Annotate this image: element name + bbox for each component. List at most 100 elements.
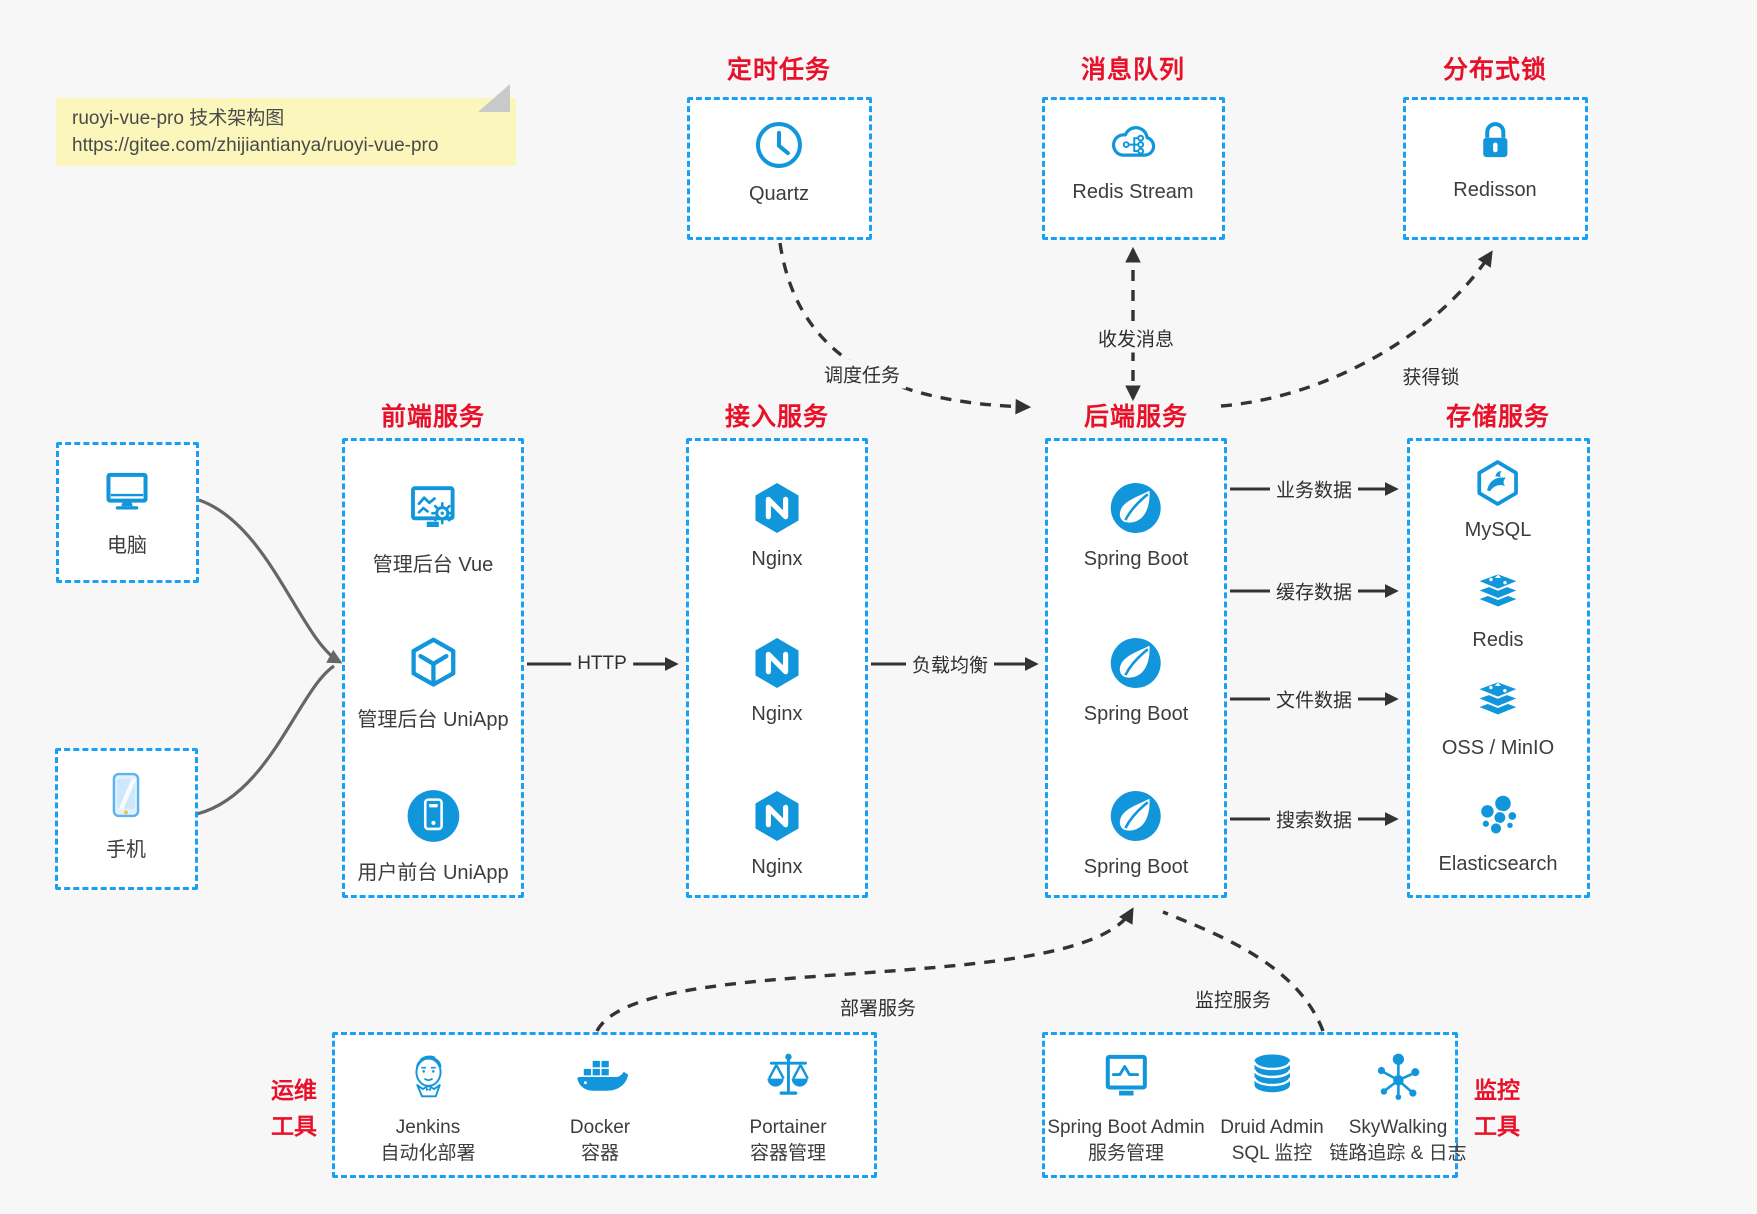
nginx-icon: [746, 477, 808, 539]
node-oss-minio: OSS / MinIO: [1442, 672, 1554, 760]
node-nginx-1: Nginx: [746, 477, 808, 571]
user-app-icon: [402, 785, 464, 847]
node-label-line1: Portainer: [749, 1117, 827, 1138]
node-label: Nginx: [751, 856, 803, 878]
redis-stack-icon: [1470, 672, 1526, 728]
edge-label-search-data: 搜索数据: [1269, 804, 1359, 834]
druid-icon: [1243, 1048, 1301, 1106]
node-nginx-2: Nginx: [746, 632, 808, 726]
node-user-uniapp: 用户前台 UniApp: [357, 785, 509, 885]
node-label: Spring Boot Admin 服务管理: [1047, 1115, 1204, 1167]
title-message-queue: 消息队列: [1080, 56, 1186, 84]
node-mysql: MySQL: [1464, 456, 1532, 542]
node-label: 管理后台 UniApp: [357, 709, 509, 731]
spring-boot-admin-icon: [1097, 1048, 1155, 1106]
phone-client-box: [55, 748, 198, 890]
node-label: Spring Boot: [1083, 703, 1189, 725]
admin-vue-icon: [402, 477, 464, 539]
note-url: https://gitee.com/zhijiantianya/ruoyi-vu…: [72, 135, 439, 156]
node-spring-boot-1: Spring Boot: [1083, 477, 1189, 571]
sticky-note: ruoyi-vue-pro 技术架构图 https://gitee.com/zh…: [56, 84, 516, 166]
node-label: 电脑: [107, 535, 147, 557]
node-label-line2: 容器: [580, 1143, 619, 1164]
edge-label-load-balance: 负载均衡: [905, 649, 995, 679]
ops-tools-side-label: 运维 工具: [271, 1072, 317, 1144]
jenkins-icon: [399, 1048, 457, 1106]
node-label: Druid Admin SQL 监控: [1220, 1115, 1324, 1167]
node-label-line1: Druid Admin: [1220, 1117, 1324, 1138]
lock-icon: [1466, 112, 1524, 170]
node-label: Nginx: [751, 703, 803, 725]
edge-label-cache-data: 缓存数据: [1269, 576, 1359, 606]
node-label-line1: Spring Boot Admin: [1047, 1117, 1205, 1138]
edge-label-http: HTTP: [571, 652, 633, 676]
title-scheduled-task: 定时任务: [726, 56, 832, 84]
spring-boot-icon: [1105, 632, 1167, 694]
node-label-line1: Docker: [569, 1117, 631, 1138]
edge-label-acquire-lock: 获得锁: [1396, 361, 1466, 391]
node-label: Redisson: [1453, 179, 1537, 201]
uniapp-cube-icon: [402, 632, 464, 694]
title-storage-services: 存储服务: [1445, 403, 1551, 431]
node-redis: Redis: [1470, 564, 1526, 652]
portainer-icon: [759, 1048, 817, 1106]
node-label: Spring Boot: [1083, 548, 1189, 570]
node-label-line2: SQL 监控: [1231, 1143, 1313, 1164]
node-label: OSS / MinIO: [1441, 737, 1555, 759]
smartphone-icon: [97, 766, 155, 824]
node-label: Redis Stream: [1072, 181, 1194, 203]
title-distributed-lock: 分布式锁: [1442, 56, 1548, 84]
title-backend-services: 后端服务: [1083, 403, 1189, 431]
node-label-line2: 自动化部署: [380, 1143, 476, 1164]
node-label: MySQL: [1464, 519, 1532, 541]
node-label-line2: 服务管理: [1087, 1143, 1164, 1164]
desktop-computer-icon: [98, 462, 156, 520]
edge-label-monitor-service: 监控服务: [1188, 984, 1278, 1014]
node-label-line1: Jenkins: [395, 1117, 461, 1138]
node-admin-uniapp: 管理后台 UniApp: [357, 632, 509, 732]
edge-label-business-data: 业务数据: [1269, 474, 1359, 504]
edge-label-file-data: 文件数据: [1269, 684, 1359, 714]
message-queue-box: [1042, 97, 1225, 240]
node-label-line1: SkyWalking: [1348, 1117, 1448, 1138]
scheduled-task-box: [687, 97, 872, 240]
node-jenkins: Jenkins 自动化部署: [380, 1048, 476, 1167]
mysql-icon: [1471, 456, 1525, 510]
node-spring-boot-3: Spring Boot: [1083, 785, 1189, 879]
node-elasticsearch: Elasticsearch: [1438, 788, 1558, 876]
side-label-line: 工具: [271, 1113, 317, 1139]
side-label-line: 监控: [1474, 1077, 1520, 1103]
note-title: ruoyi-vue-pro 技术架构图: [72, 108, 285, 129]
nginx-icon: [746, 785, 808, 847]
redis-stream-cloud-icon: [1104, 114, 1162, 172]
node-label: 管理后台 Vue: [372, 554, 494, 576]
side-label-line: 工具: [1474, 1113, 1520, 1139]
pc-client-box: [56, 442, 199, 583]
monitor-tools-box: [1042, 1032, 1458, 1178]
monitor-tools-side-label: 监控 工具: [1474, 1072, 1520, 1144]
edge-label-message: 收发消息: [1091, 323, 1181, 353]
title-gateway-services: 接入服务: [724, 403, 830, 431]
node-label: 用户前台 UniApp: [357, 862, 509, 884]
node-admin-vue: 管理后台 Vue: [373, 477, 493, 577]
node-label: Spring Boot: [1083, 856, 1189, 878]
arrow-phone-to-frontend: [196, 664, 335, 816]
node-label: Quartz: [748, 183, 810, 205]
spring-boot-icon: [1105, 477, 1167, 539]
node-spring-boot-2: Spring Boot: [1083, 632, 1189, 726]
node-nginx-3: Nginx: [746, 785, 808, 879]
note-fold-corner-icon: [478, 84, 510, 112]
edge-label-deploy-service: 部署服务: [833, 992, 923, 1022]
node-label: Elasticsearch: [1438, 853, 1558, 875]
node-label: Docker 容器: [570, 1115, 630, 1167]
nginx-icon: [746, 632, 808, 694]
side-label-line: 运维: [271, 1077, 317, 1103]
node-label-line2: 容器管理: [749, 1143, 827, 1164]
node-redis-stream: Redis Stream: [1072, 114, 1194, 204]
node-label: Portainer 容器管理: [749, 1115, 826, 1167]
distributed-lock-box: [1403, 97, 1588, 240]
node-pc-client: 电脑: [98, 462, 156, 558]
node-spring-boot-admin: Spring Boot Admin 服务管理: [1047, 1048, 1205, 1167]
elasticsearch-icon: [1470, 788, 1526, 844]
